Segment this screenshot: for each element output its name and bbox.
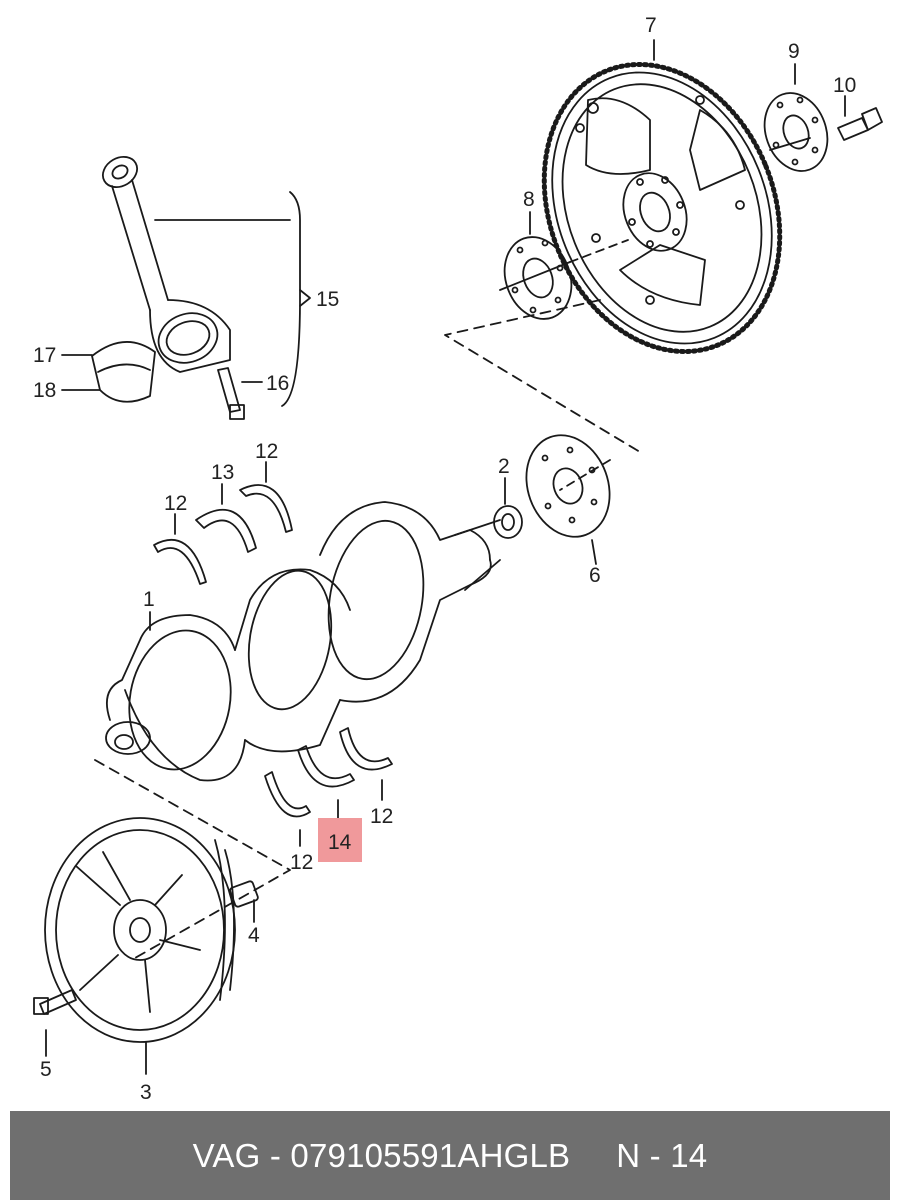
callout-7: 7	[645, 14, 657, 37]
callout-10: 10	[833, 74, 856, 97]
connecting-rod	[102, 156, 231, 373]
spigot-bearing-2	[493, 505, 523, 539]
callout-4: 4	[248, 924, 260, 947]
position-text: N - 14	[616, 1136, 708, 1174]
callout-13: 13	[211, 461, 234, 484]
callout-5: 5	[40, 1058, 52, 1081]
bearing-shell-17-18	[91, 341, 156, 403]
thrust-plate-6	[525, 434, 611, 538]
callout-3: 3	[140, 1081, 152, 1104]
bracket-15-tick	[299, 289, 311, 307]
callout-12-d: 12	[370, 805, 393, 828]
callout-15: 15	[316, 288, 339, 311]
flywheel-drive-plate	[541, 62, 783, 354]
bolt-10	[837, 107, 883, 141]
exploded-parts-diagram: 7 9 10 8 15 17 16 18 12 2 13 12 6 1 12 1…	[33, 14, 883, 1104]
dowel-pin-4	[229, 880, 259, 908]
callout-2: 2	[498, 455, 510, 478]
part-number-footer: VAG - 079105591AHGLB N - 14	[10, 1111, 890, 1200]
dash-line-crank-to-pulley	[94, 759, 291, 959]
dash-line-plate	[559, 459, 611, 491]
bearing-shell-lower-right-12	[339, 727, 393, 771]
leader-6	[591, 539, 597, 565]
bearing-shell-lower-mid-14	[297, 745, 355, 788]
bearing-shell-upper-left-12	[153, 539, 207, 585]
bearing-shell-lower-left-12	[264, 771, 311, 818]
bearing-shell-upper-right-12	[239, 484, 293, 533]
callout-8: 8	[523, 188, 535, 211]
callout-17: 17	[33, 344, 56, 367]
bolt-16	[217, 367, 245, 420]
callout-14: 14	[328, 831, 352, 854]
washer-8	[503, 236, 573, 320]
dash-line-flywheel	[569, 239, 629, 263]
part-number-text: VAG - 079105591AHGLB	[192, 1136, 571, 1174]
bearing-shell-upper-mid-13	[195, 509, 257, 553]
callout-6: 6	[589, 564, 601, 587]
callout-12-b: 12	[255, 440, 278, 463]
washer-9	[763, 92, 829, 172]
dash-line-flywheel-to-plate	[444, 299, 641, 453]
bracket-15	[154, 191, 301, 407]
callout-18: 18	[33, 379, 56, 402]
crankshaft	[105, 501, 501, 782]
callout-12-c: 12	[290, 851, 313, 874]
callout-16: 16	[266, 372, 289, 395]
axis-line-9	[769, 137, 811, 151]
callout-12-a: 12	[164, 492, 187, 515]
highlight-box-14	[318, 818, 362, 862]
vibration-damper-pulley	[44, 817, 236, 1043]
callout-9: 9	[788, 40, 800, 63]
axis-line-8	[499, 261, 571, 291]
bolt-5	[33, 989, 77, 1015]
callout-1: 1	[143, 588, 155, 611]
